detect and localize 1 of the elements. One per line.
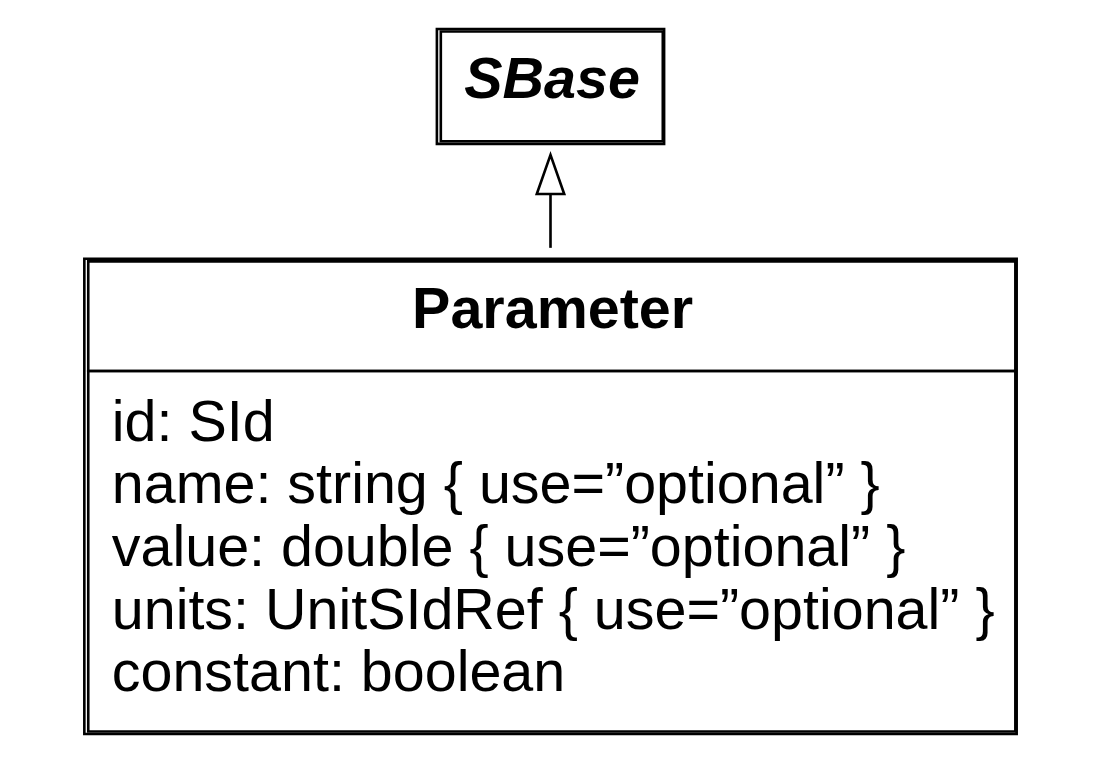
arrow (534, 150, 567, 248)
